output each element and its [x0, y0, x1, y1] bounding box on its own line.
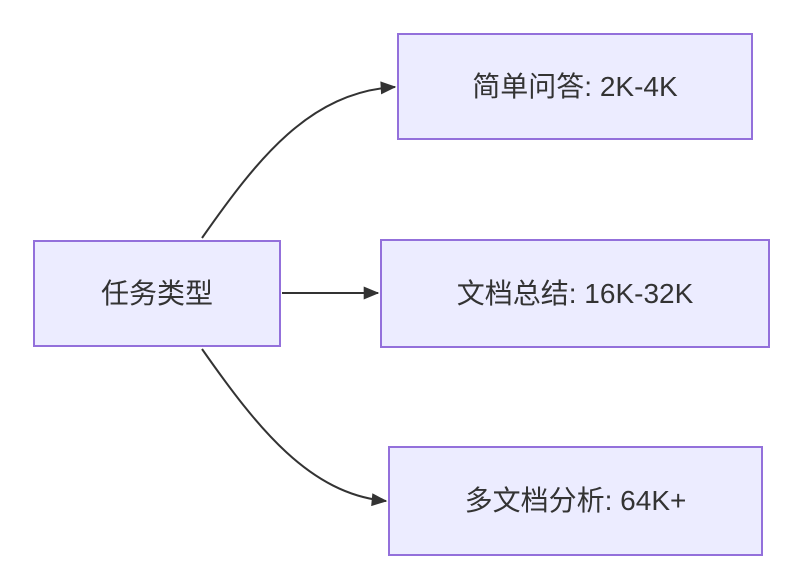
node-multi-doc-label: 多文档分析: 64K+	[464, 485, 687, 517]
node-simple-qa-label: 简单问答: 2K-4K	[472, 70, 678, 102]
edge-source-to-simple-qa	[201, 81, 397, 239]
node-doc-summary: 文档总结: 16K-32K	[380, 239, 770, 348]
node-task-type-label: 任务类型	[100, 277, 213, 309]
edge-source-to-multi-doc	[201, 348, 388, 507]
node-multi-doc: 多文档分析: 64K+	[388, 446, 763, 556]
node-simple-qa: 简单问答: 2K-4K	[397, 33, 753, 140]
node-task-type: 任务类型	[33, 240, 281, 347]
node-doc-summary-label: 文档总结: 16K-32K	[456, 277, 694, 309]
